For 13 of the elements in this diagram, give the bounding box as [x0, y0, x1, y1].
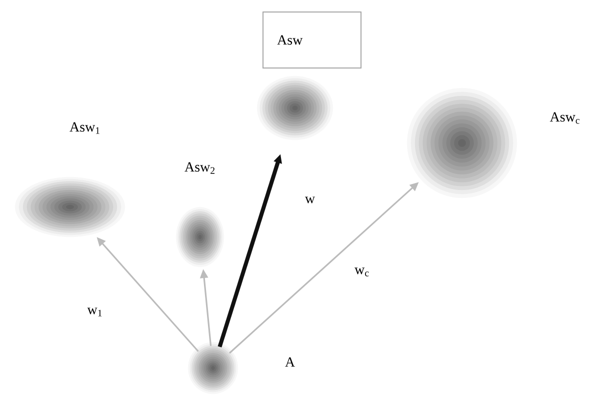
- blurred-spot: [176, 207, 224, 267]
- spot-label: Asw$_{2}$: [184, 162, 214, 174]
- spot-label: Asw$_{1}$: [70, 122, 100, 134]
- edge-label: w: [304, 196, 316, 204]
- label-box: Asw: [262, 12, 362, 68]
- blurred-spot: [15, 177, 125, 237]
- blurred-spot: [188, 342, 238, 394]
- blurred-spot: [257, 76, 333, 140]
- spot-label: Asw$_{c}$: [550, 112, 580, 124]
- spot-label: A: [285, 357, 295, 367]
- edge-label: w$_{1}$: [86, 306, 104, 318]
- edge-label: w$_{c}$: [354, 266, 370, 278]
- blurred-spot: [407, 88, 517, 198]
